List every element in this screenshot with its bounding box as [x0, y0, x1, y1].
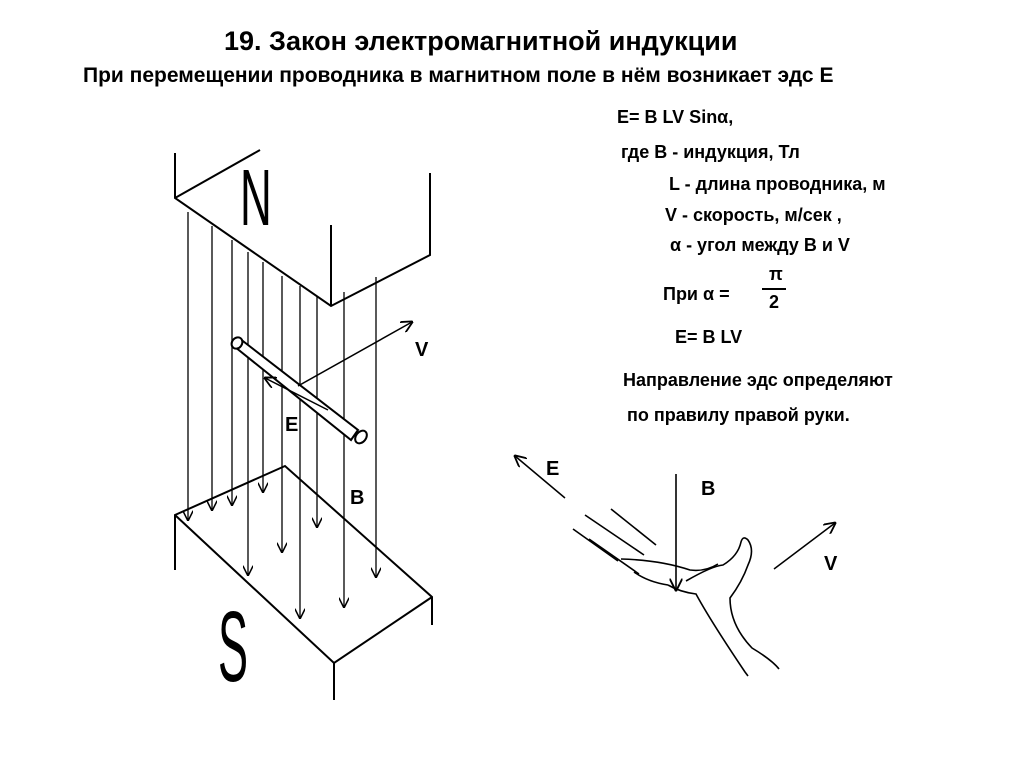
rule-line-2: по правилу правой руки.	[627, 405, 850, 425]
north-pole-label: N	[240, 153, 272, 242]
south-pole-block	[174, 464, 433, 700]
formula-when: При α =	[663, 284, 730, 304]
field-label: B	[350, 487, 365, 509]
page-title: 19. Закон электромагнитной индукции	[224, 26, 738, 56]
hand-emf-label: E	[546, 458, 560, 480]
velocity-arrow	[297, 322, 412, 387]
hand-field-label: B	[701, 478, 716, 500]
velocity-label: V	[415, 339, 429, 361]
fraction-bar	[762, 288, 786, 290]
south-pole-label: S	[218, 591, 249, 703]
formula-def-v: V - скорость, м/сек ,	[665, 205, 842, 225]
hand-velocity-label: V	[824, 553, 838, 575]
formula-def-alpha: α - угол между В и V	[670, 235, 850, 255]
formula-def-l: L - длина проводника, м	[669, 174, 886, 194]
rule-line-1: Направление эдс определяют	[623, 370, 893, 390]
formula-where-b: где В - индукция, Тл	[621, 142, 800, 162]
north-pole-block	[174, 149, 431, 308]
fraction-numerator: π	[769, 264, 783, 284]
fraction-denominator: 2	[769, 292, 780, 312]
emf-label: E	[285, 414, 299, 436]
hand-velocity-arrow	[773, 523, 835, 570]
conductor-rod	[230, 336, 368, 445]
page-subtitle: При перемещении проводника в магнитном п…	[83, 64, 834, 87]
formula-main: E= B LV Sinα,	[617, 107, 734, 127]
emf-arrow	[265, 378, 329, 411]
hand-emf-arrow	[515, 456, 566, 499]
formula-result: E= B LV	[675, 327, 743, 347]
